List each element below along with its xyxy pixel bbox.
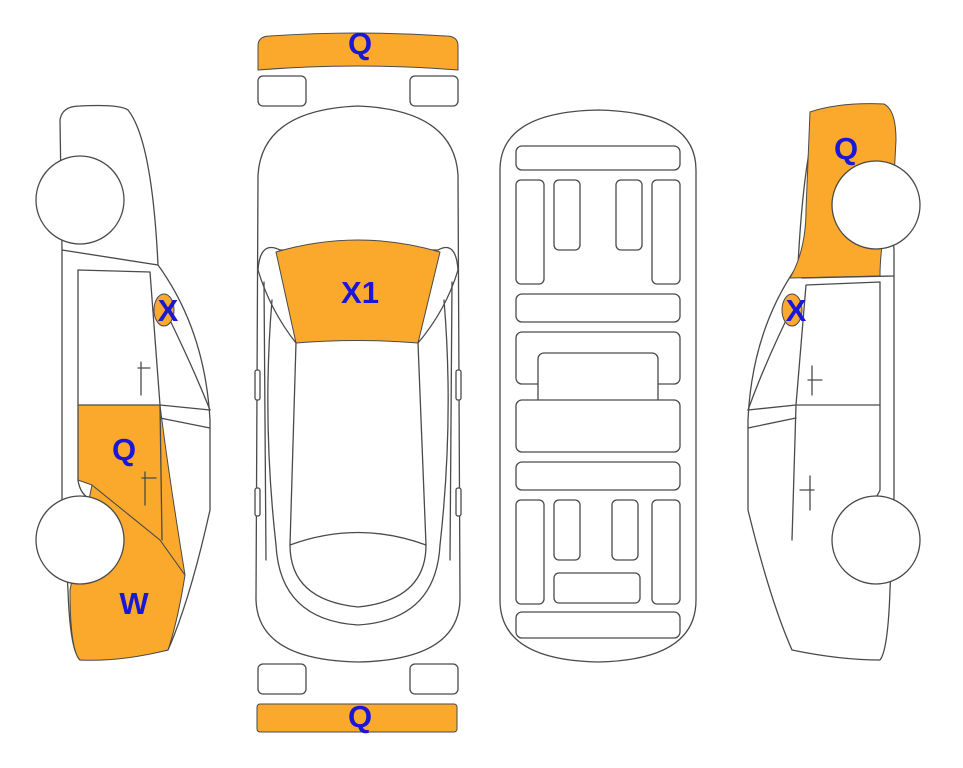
- left-rear-door-damage[interactable]: [77, 404, 186, 576]
- windshield-damage[interactable]: [275, 239, 441, 344]
- top-body-outline: [255, 105, 461, 663]
- left-mirror-label: X: [158, 293, 179, 328]
- left-rear-wheel: [35, 495, 125, 585]
- front-bumper-damage[interactable]: [257, 32, 459, 71]
- left-mirror-damage[interactable]: [153, 293, 175, 327]
- car-underbody-view: [499, 109, 697, 663]
- right-rear-wheel: [831, 495, 921, 585]
- right-front-wheel: [831, 160, 921, 250]
- rear-right-light: [409, 663, 459, 695]
- front-left-light: [257, 75, 307, 107]
- right-mirror-label: X: [786, 293, 807, 328]
- damage-labels: Q Q X1 X Q W Q X: [112, 26, 858, 734]
- rear-bumper-damage[interactable]: [256, 703, 458, 733]
- rear-left-light: [257, 663, 307, 695]
- front-bumper-label: Q: [348, 26, 372, 61]
- car-right-side-view: [747, 103, 921, 661]
- right-mirror-damage[interactable]: [781, 293, 803, 327]
- left-rear-quarter-label: W: [119, 586, 149, 621]
- left-rear-door-label: Q: [112, 432, 136, 467]
- windshield-label: X1: [341, 275, 379, 310]
- front-right-light: [409, 75, 459, 107]
- left-front-wheel: [35, 155, 125, 245]
- car-left-side-view: [35, 104, 211, 661]
- right-front-fender-label: Q: [834, 131, 858, 166]
- rear-bumper-label: Q: [348, 699, 372, 734]
- car-top-view: [254, 32, 462, 733]
